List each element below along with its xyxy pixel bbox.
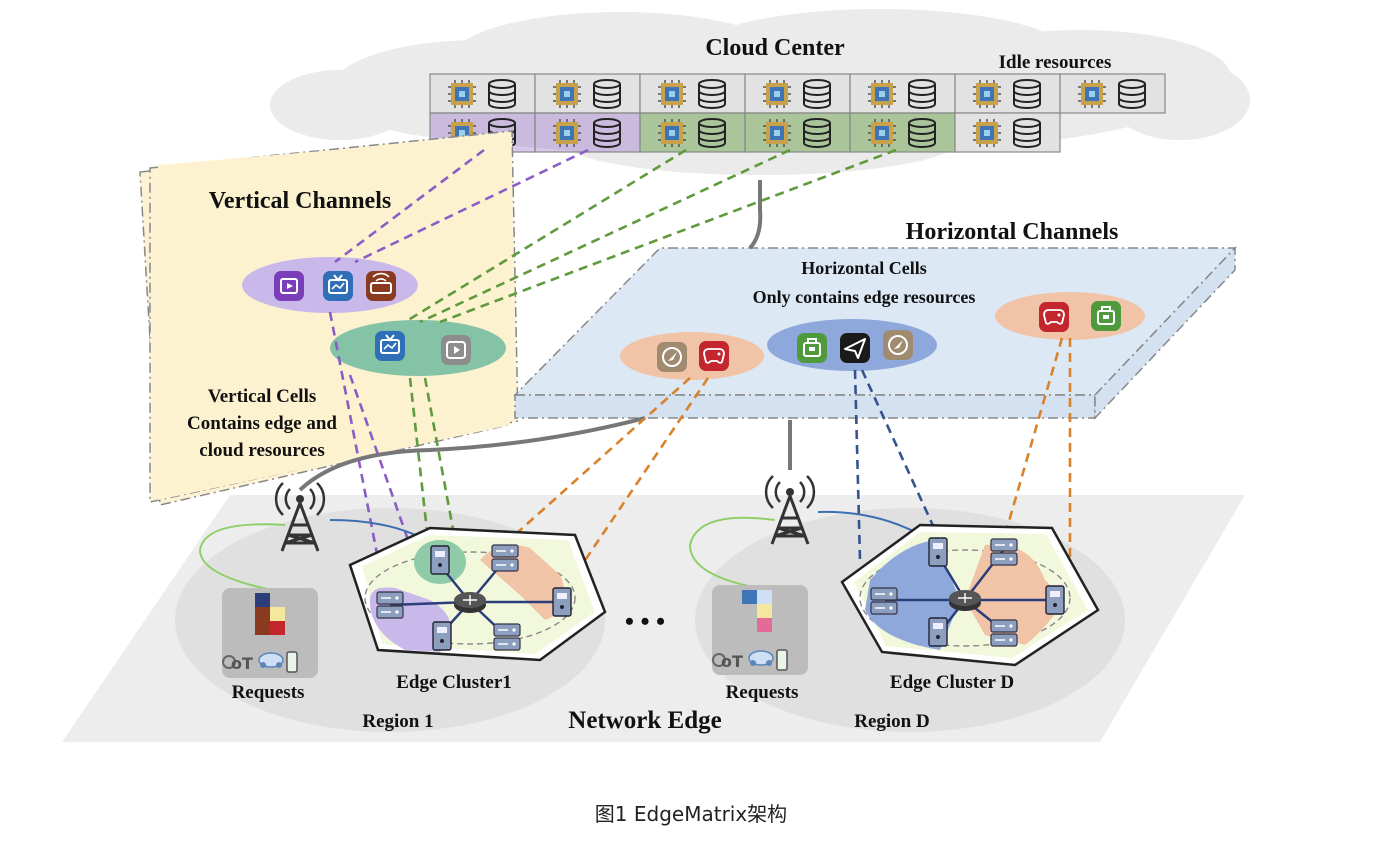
ellipsis: • • • <box>625 607 665 636</box>
tv-app-icon <box>374 330 406 362</box>
server-icon <box>491 544 519 558</box>
server-icon <box>990 538 1018 552</box>
cloud-resource-cell <box>534 73 641 114</box>
edge-node-icon <box>432 621 452 651</box>
router-icon <box>453 591 487 614</box>
cloud-resource-cell <box>1059 73 1166 114</box>
network-edge-label: Network Edge <box>568 707 721 734</box>
server-icon <box>990 552 1018 566</box>
region-1-label: Region 1 <box>362 711 433 732</box>
request-queue <box>255 593 285 635</box>
shopping-app-icon <box>796 332 828 364</box>
shopping-app-icon <box>1090 300 1122 332</box>
game-app-icon <box>698 340 730 372</box>
horizontal-cell-orange-right <box>995 292 1145 340</box>
cpu-chip-icon <box>657 79 687 109</box>
server-icon <box>870 601 898 615</box>
compass-app-icon <box>656 341 688 373</box>
edge-node-icon <box>1045 585 1065 615</box>
edge-cluster-1-label: Edge Cluster1 <box>396 672 512 693</box>
server-icon <box>493 623 521 637</box>
game-app-icon <box>1038 301 1070 333</box>
vertical-cells-title: Vertical Cells <box>208 386 317 407</box>
region-1: Requests Edge Cluster1 Region 1 <box>198 481 607 732</box>
cloud-resource-grid <box>429 73 1166 153</box>
cpu-chip-icon <box>657 118 687 148</box>
figure-caption: 图1 EdgeMatrix架构 <box>594 802 788 826</box>
server-icon <box>376 605 404 619</box>
edge-node-icon <box>928 537 948 567</box>
request-queue <box>742 590 772 632</box>
cpu-chip-icon <box>867 118 897 148</box>
edge-node-icon <box>928 617 948 647</box>
cloud-resource-cell <box>639 73 746 114</box>
cloud-resource-cell <box>534 112 641 153</box>
cpu-chip-icon <box>552 118 582 148</box>
cpu-chip-icon <box>762 79 792 109</box>
send-app-icon <box>839 332 871 364</box>
horizontal-channels-panel: Horizontal Channels Horizontal Cells Onl… <box>513 219 1237 420</box>
horizontal-cells-subtitle: Only contains edge resources <box>753 287 976 307</box>
cpu-chip-icon <box>867 79 897 109</box>
cloud-resource-cell <box>744 73 851 114</box>
server-icon <box>870 587 898 601</box>
cpu-chip-icon <box>1077 79 1107 109</box>
vertical-cell-green <box>330 320 506 376</box>
requests-label: Requests <box>726 682 799 703</box>
cloud-resource-cell <box>849 73 956 114</box>
vertical-cells-line2: Contains edge and <box>187 413 337 434</box>
vertical-channels-panel: Vertical Channels Vertical Cells Contain… <box>139 130 519 506</box>
cpu-chip-icon <box>762 118 792 148</box>
cloud-resource-cell <box>639 112 746 153</box>
architecture-diagram: oT Cloud Center Idle resources Verti <box>62 9 1250 742</box>
server-icon <box>376 591 404 605</box>
backbone-links <box>298 180 792 492</box>
region-d-label: Region D <box>854 711 929 732</box>
server-icon <box>990 619 1018 633</box>
idle-resources-label: Idle resources <box>999 52 1112 73</box>
server-icon <box>491 558 519 572</box>
wireless-link <box>198 523 286 591</box>
server-icon <box>990 633 1018 647</box>
cloud-resource-cell <box>429 73 536 114</box>
horizontal-cell-orange <box>620 332 764 380</box>
router-app-icon <box>365 270 397 302</box>
vertical-cells-line3: cloud resources <box>199 440 324 461</box>
edge-node-icon <box>430 545 450 575</box>
router-icon <box>948 589 982 612</box>
cpu-chip-icon <box>447 79 477 109</box>
video-app-icon <box>273 270 305 302</box>
channel-links <box>328 148 1072 626</box>
cloud-resource-cell <box>954 112 1061 153</box>
cloud-resource-cell <box>954 73 1061 114</box>
edge-cluster-d-label: Edge Cluster D <box>890 672 1014 693</box>
edge-node-icon <box>552 587 572 617</box>
tv-app-icon <box>322 270 354 302</box>
cpu-chip-icon <box>972 118 1002 148</box>
compass-app-icon <box>882 329 914 361</box>
requests-label: Requests <box>232 682 305 703</box>
server-icon <box>493 637 521 651</box>
cpu-chip-icon <box>972 79 1002 109</box>
horizontal-channels-label: Horizontal Channels <box>906 219 1119 245</box>
region-d: Requests Edge Cluster D Region D <box>688 474 1100 732</box>
horizontal-cells-title: Horizontal Cells <box>801 258 926 278</box>
cloud-resource-cell <box>849 112 956 153</box>
cpu-chip-icon <box>552 79 582 109</box>
player-app-icon <box>440 334 472 366</box>
cloud-resource-cell <box>744 112 851 153</box>
vertical-channels-label: Vertical Channels <box>209 188 391 214</box>
cloud-center: Cloud Center Idle resources <box>270 9 1250 175</box>
cloud-center-label: Cloud Center <box>705 35 845 61</box>
wireless-link <box>688 516 776 589</box>
